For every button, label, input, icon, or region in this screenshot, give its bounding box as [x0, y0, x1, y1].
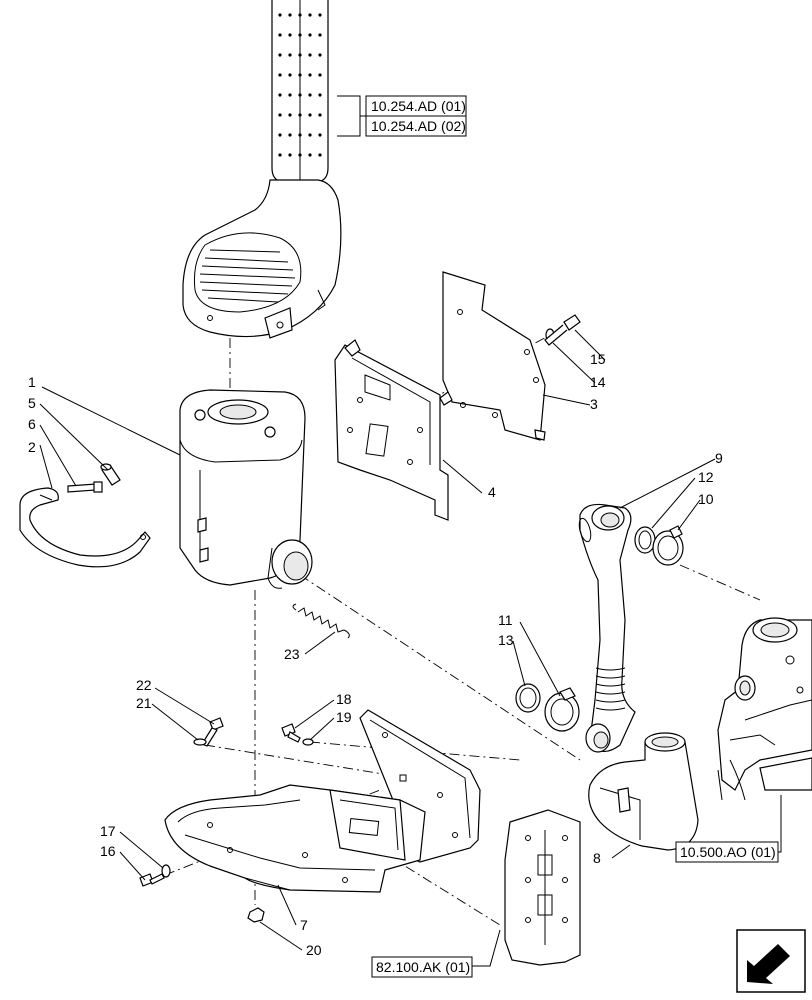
bolt-15 — [544, 314, 581, 346]
callout-6[interactable]: 6 — [28, 416, 36, 432]
exhaust-tailpipe — [182, 0, 342, 339]
clamp-10 — [652, 525, 684, 566]
callout-14[interactable]: 14 — [590, 374, 606, 390]
washer-21 — [193, 738, 207, 746]
callout-labels: 1 2 3 4 5 6 7 8 9 10 11 12 13 14 15 16 1… — [28, 351, 723, 958]
bolt-18 — [281, 723, 301, 743]
callout-23[interactable]: 23 — [284, 646, 300, 662]
callout-4[interactable]: 4 — [488, 484, 496, 500]
exhaust-elbow-8 — [588, 732, 699, 851]
washer-17 — [161, 864, 171, 878]
ref-10-500-ao-01[interactable]: 10.500.AO (01) — [680, 844, 776, 860]
callout-22[interactable]: 22 — [136, 677, 152, 693]
callout-15[interactable]: 15 — [590, 351, 606, 367]
nut-20 — [247, 907, 265, 923]
callout-10[interactable]: 10 — [698, 491, 714, 507]
callout-3[interactable]: 3 — [590, 396, 598, 412]
callout-21[interactable]: 21 — [136, 695, 152, 711]
callout-18[interactable]: 18 — [336, 691, 352, 707]
ref-10-254-ad-02[interactable]: 10.254.AD (02) — [371, 118, 466, 134]
ref-10-254-ad-01[interactable]: 10.254.AD (01) — [371, 98, 466, 114]
spacer-5 — [100, 463, 121, 486]
bolt-16 — [139, 873, 165, 887]
ref-82-100-ak-01[interactable]: 82.100.AK (01) — [376, 959, 470, 975]
base-tray-7 — [164, 784, 426, 893]
callout-17[interactable]: 17 — [100, 823, 116, 839]
engine-assembly — [717, 617, 812, 801]
callout-7[interactable]: 7 — [300, 917, 308, 933]
callout-9[interactable]: 9 — [715, 450, 723, 466]
strap-bolt-6 — [67, 481, 103, 493]
callout-8[interactable]: 8 — [593, 850, 601, 866]
ref-group-82-100: 82.100.AK (01) — [371, 929, 501, 978]
heat-shield-plate-3 — [442, 271, 546, 441]
washer-19 — [302, 738, 314, 746]
frame-plate — [504, 809, 581, 966]
callout-12[interactable]: 12 — [698, 469, 714, 485]
callout-16[interactable]: 16 — [100, 843, 116, 859]
ref-group-10-500: 10.500.AO (01) — [675, 795, 782, 863]
callout-11[interactable]: 11 — [498, 612, 513, 628]
callout-1[interactable]: 1 — [28, 374, 36, 390]
next-page-arrow-icon[interactable] — [736, 929, 806, 993]
flex-pipe-9 — [578, 503, 636, 753]
spring-23 — [292, 603, 350, 639]
callout-13[interactable]: 13 — [498, 632, 514, 648]
mounting-strap-2 — [19, 487, 151, 568]
callout-2[interactable]: 2 — [28, 439, 36, 455]
seal-ring-12 — [634, 526, 656, 554]
callout-5[interactable]: 5 — [28, 395, 36, 411]
mounting-bracket-4 — [334, 339, 453, 521]
seal-ring-13 — [515, 683, 541, 713]
callout-20[interactable]: 20 — [306, 942, 322, 958]
clamp-11 — [544, 687, 580, 732]
leader-lines — [39, 329, 716, 951]
muffler-canister-1 — [179, 389, 313, 589]
callout-19[interactable]: 19 — [336, 709, 352, 725]
ref-group-10-254: 10.254.AD (01) 10.254.AD (02) — [337, 95, 467, 137]
